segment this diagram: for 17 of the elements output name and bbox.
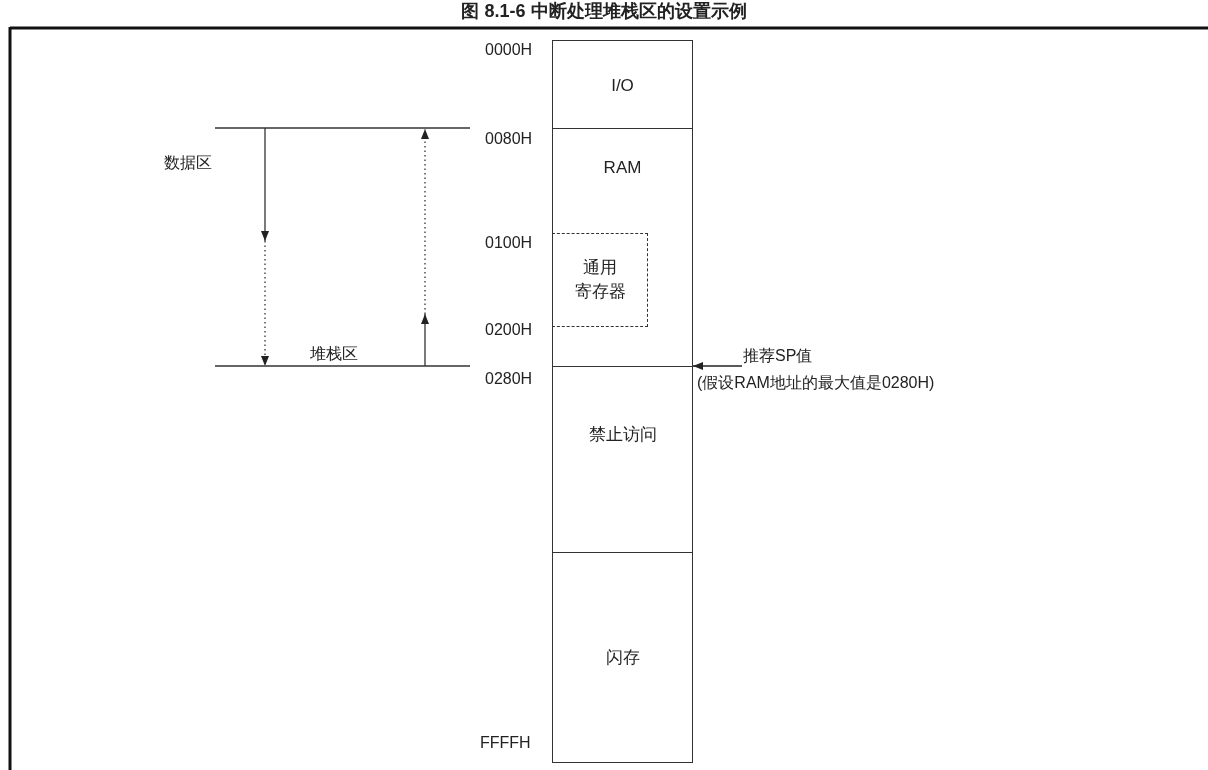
io-segment: I/O xyxy=(552,40,693,129)
diagram-title: 图 8.1-6 中断处理堆栈区的设置示例 xyxy=(460,1,748,21)
flash-segment: 闪存 xyxy=(552,552,693,763)
register-area: 通用寄存器 xyxy=(552,233,648,327)
annotation-text: 推荐SP值 xyxy=(743,346,813,366)
arrow xyxy=(692,362,743,370)
area-label: 数据区 xyxy=(164,153,212,173)
address-label: FFFFH xyxy=(480,733,531,753)
address-label: 0280H xyxy=(485,369,533,389)
note-text: (假设RAM地址的最大值是0280H) xyxy=(697,373,935,393)
address-label: 0000H xyxy=(485,40,533,60)
segment-box: 禁止访问 xyxy=(552,366,693,553)
ram-segment: RAM 通用寄存器 xyxy=(552,128,693,367)
address-label: 0200H xyxy=(485,320,533,340)
area-label: 堆栈区 xyxy=(310,344,358,364)
address-label: 0100H xyxy=(485,233,533,253)
address-label: 0080H xyxy=(485,129,533,149)
